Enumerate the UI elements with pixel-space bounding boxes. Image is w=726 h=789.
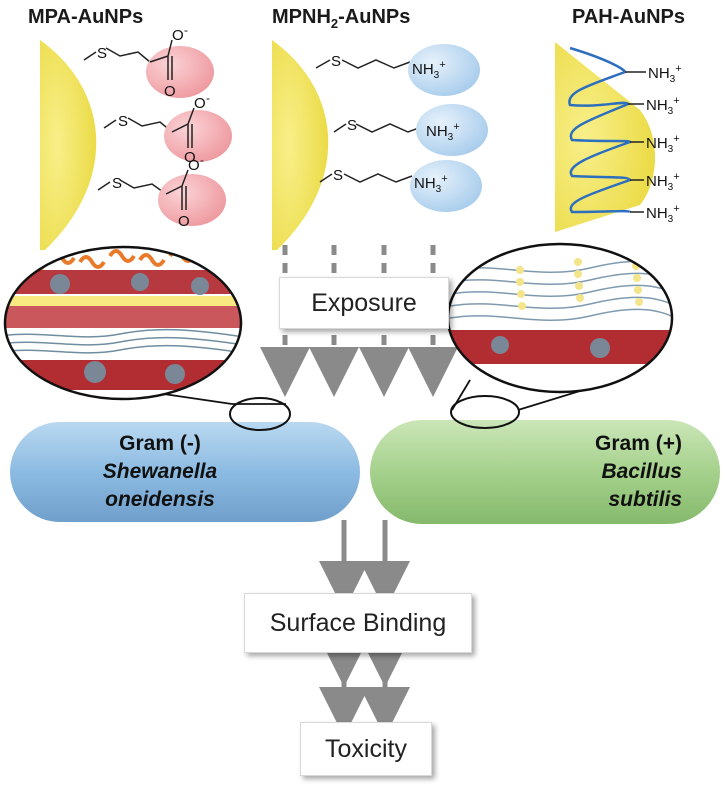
- svg-text:O: O: [172, 27, 184, 44]
- svg-text:O: O: [194, 95, 206, 112]
- gram-negative-zoom-spot: [229, 397, 291, 431]
- title-pah-aunps: PAH-AuNPs: [572, 6, 685, 28]
- svg-text:NH3+: NH3+: [646, 95, 680, 117]
- mpa-ligand-labels: S S S O- O O- O O- O: [97, 23, 210, 230]
- gram-negative-membrane-zoom: [5, 247, 241, 399]
- toxicity-label: Toxicity: [325, 734, 407, 763]
- svg-text:NH3+: NH3+: [646, 133, 680, 155]
- svg-text:NH3+: NH3+: [648, 63, 682, 85]
- svg-text:NH3+: NH3+: [426, 121, 460, 143]
- mpa-ligands: [83, 47, 173, 195]
- gram-positive-membrane-zoom: [448, 244, 672, 392]
- mpnh2-amine-bubbles: [408, 44, 488, 212]
- sulfur-label: S: [97, 45, 107, 62]
- gram-negative-label: Gram (-) Shewanella oneidensis: [102, 432, 218, 511]
- svg-text:-: -: [206, 91, 210, 105]
- svg-text:-: -: [184, 23, 188, 37]
- pah-amine-labels: NH3+ NH3+ NH3+ NH3+ NH3+: [646, 63, 682, 225]
- svg-text:S: S: [112, 175, 122, 192]
- toxicity-box: Toxicity: [300, 722, 432, 776]
- svg-text:S: S: [347, 117, 357, 134]
- title-mpnh2-aunps: MPNH2-AuNPs: [272, 6, 411, 31]
- svg-text:O: O: [188, 157, 200, 174]
- svg-text:NH3+: NH3+: [646, 171, 680, 193]
- exposure-box: Exposure: [279, 277, 449, 329]
- title-mpa-aunps: MPA-AuNPs: [28, 6, 144, 28]
- svg-text:S: S: [333, 167, 343, 184]
- svg-text:S: S: [118, 113, 128, 130]
- toxicity-double-arrows: [319, 637, 410, 737]
- gram-positive-zoom-spot: [450, 395, 520, 429]
- mpa-carboxylate-bubbles: [146, 46, 232, 226]
- mpa-carboxylate-groups: [149, 39, 195, 210]
- mpnh2-ligands: [315, 59, 425, 183]
- svg-text:O: O: [178, 213, 190, 230]
- gram-positive-cell: [370, 420, 720, 524]
- gram-positive-label: Gram (+) Bacillus subtilis: [595, 432, 682, 511]
- exposure-label: Exposure: [311, 288, 417, 317]
- mpnh2-gold-surface: [272, 40, 329, 250]
- svg-text:NH3+: NH3+: [414, 173, 448, 195]
- svg-text:O: O: [164, 83, 176, 100]
- svg-text:NH3+: NH3+: [646, 203, 680, 225]
- svg-text:O: O: [184, 149, 196, 166]
- binding-arrows: [319, 520, 410, 611]
- mpa-gold-surface: [40, 40, 97, 250]
- mpnh2-ligand-labels: S S S NH3+ NH3+ NH3+: [331, 53, 460, 195]
- gram-negative-cell: [10, 422, 360, 522]
- svg-text:NH3+: NH3+: [412, 59, 446, 81]
- surface-binding-label: Surface Binding: [269, 608, 447, 637]
- svg-text:-: -: [200, 153, 204, 167]
- svg-text:S: S: [331, 53, 341, 70]
- pah-amine-bonds: [625, 71, 646, 213]
- pah-polymer-chain: [568, 46, 632, 214]
- surface-binding-box: Surface Binding: [244, 593, 472, 653]
